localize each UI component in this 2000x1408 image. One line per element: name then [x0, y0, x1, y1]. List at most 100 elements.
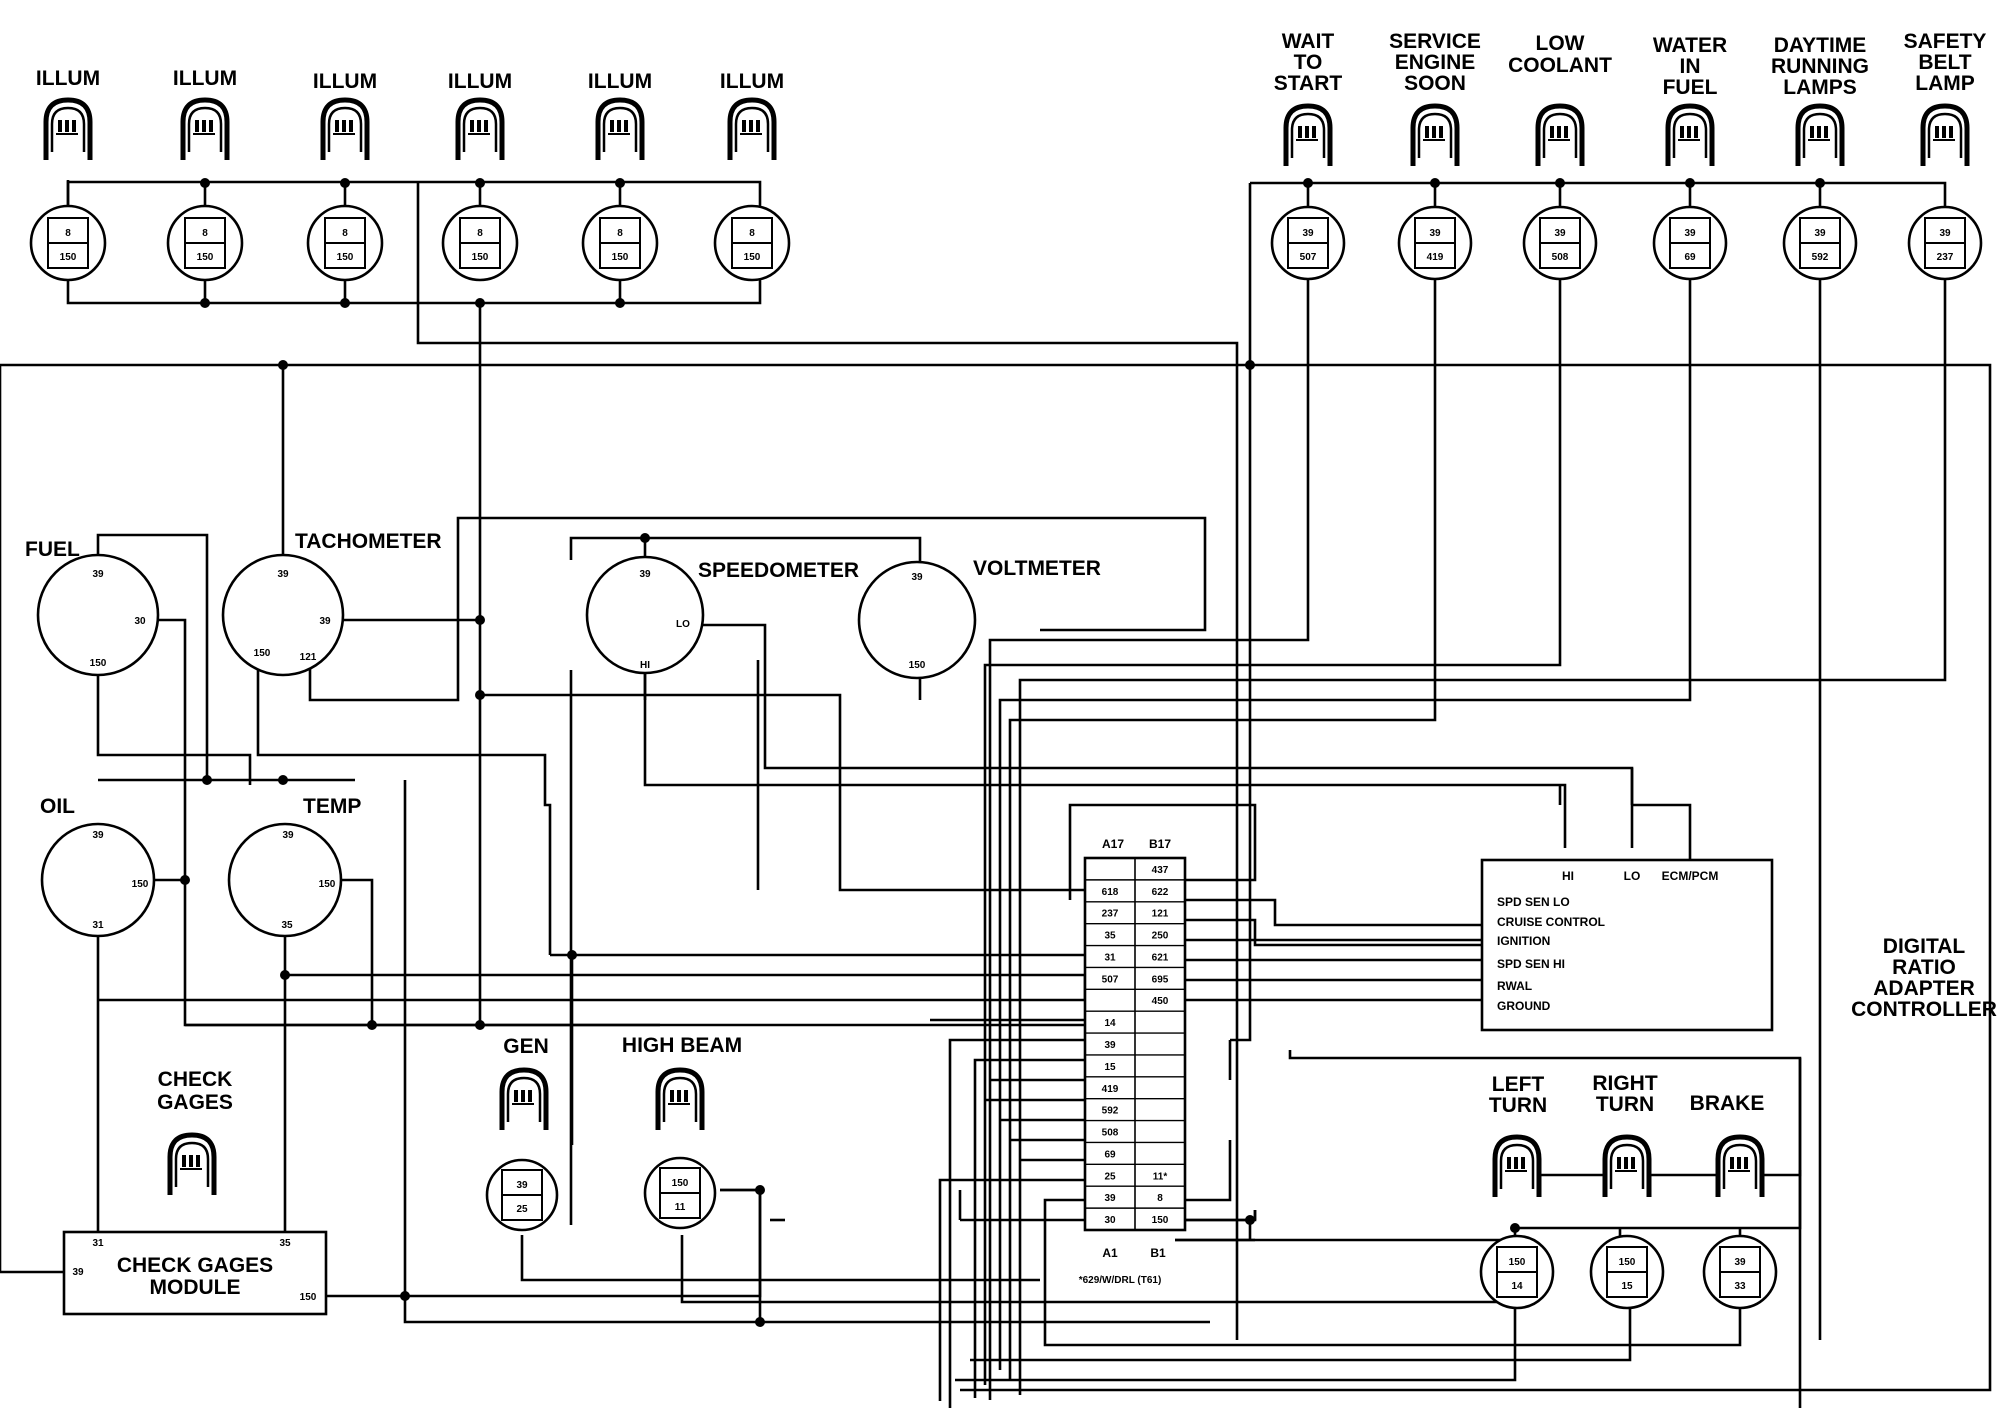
connector-footer-a: A1	[1102, 1246, 1118, 1260]
lamp-label-line1: SAFETY	[1904, 30, 1987, 53]
connector-cavity-b: 11*	[1153, 1171, 1168, 1182]
lamp-label-line2: RUNNING	[1771, 55, 1869, 78]
lamp-label-line2: TO	[1294, 51, 1323, 74]
drac-row-ignition: IGNITION	[1497, 934, 1550, 948]
speedometer-gauge: SPEEDOMETER 39 LO HI	[585, 555, 859, 675]
fuel-gauge: FUEL 39 30 150	[25, 538, 160, 677]
module-pin-150: 150	[300, 1292, 317, 1303]
connector-cavity-a: 15	[1104, 1062, 1116, 1073]
junction-dots	[180, 178, 1825, 1327]
gen-lamp: GEN 39 25	[485, 1035, 559, 1232]
speedo-pin-hi: HI	[640, 660, 650, 671]
drac-title-line4: CONTROLLER	[1851, 998, 1997, 1021]
socket-pin-bottom: 419	[1427, 252, 1444, 263]
lamp-label-line2: IN	[1680, 55, 1701, 78]
bulb-icon	[1495, 1137, 1539, 1197]
lamp-label-line3: LAMPS	[1783, 76, 1857, 99]
socket-pin-top: 8	[342, 228, 348, 239]
socket-pin-top: 8	[202, 228, 208, 239]
speedometer-label: SPEEDOMETER	[698, 559, 859, 582]
right-turn-label-line2: TURN	[1596, 1093, 1654, 1116]
illum-bulb-1: ILLUM 8 150	[29, 67, 107, 282]
bulb-icon	[458, 100, 502, 160]
fuel-pin-30: 30	[134, 616, 146, 627]
connector-cavity-a: 30	[1104, 1215, 1116, 1226]
socket-pin-top: 39	[1734, 1257, 1746, 1268]
connector-cavity-b: 437	[1152, 865, 1169, 876]
socket-pin-bottom: 150	[612, 252, 629, 263]
socket-pin-bottom: 25	[516, 1204, 528, 1215]
module-pin-35: 35	[279, 1238, 291, 1249]
daytime-running-lamps-lamp: DAYTIME RUNNING LAMPS 39 592	[1771, 34, 1869, 281]
temp-pin-150: 150	[319, 879, 336, 890]
socket-pin-top: 150	[1509, 1257, 1526, 1268]
illum-bulb-2: ILLUM 8 150	[166, 67, 244, 282]
lamp-label-line1: WAIT	[1282, 30, 1335, 53]
bulb-icon	[170, 1135, 214, 1195]
drac-pin-lo: LO	[1624, 869, 1641, 883]
connector-cavity-a: 508	[1102, 1128, 1119, 1139]
bulb-icon	[502, 1070, 546, 1130]
connector-cavity-b: 621	[1152, 952, 1169, 963]
module-pin-39: 39	[72, 1267, 84, 1278]
bulb-icon	[598, 100, 642, 160]
bulb-icon	[183, 100, 227, 160]
high-beam-label: HIGH BEAM	[622, 1034, 742, 1057]
speedo-pin-lo: LO	[676, 619, 690, 630]
socket-pin-top: 39	[1814, 228, 1826, 239]
connector-cavity-a: 237	[1102, 909, 1119, 920]
connector-cavity-a: 507	[1102, 974, 1119, 985]
socket-pin-top: 39	[1554, 228, 1566, 239]
fuel-pin-39: 39	[92, 569, 104, 580]
bulb-icon	[1718, 1137, 1762, 1197]
bulb-icon	[1413, 106, 1457, 166]
bulb-icon	[1538, 106, 1582, 166]
connector-cavity-b: 121	[1152, 909, 1169, 920]
connector-cavity-a: 31	[1104, 952, 1116, 963]
socket-pin-bottom: 150	[197, 252, 214, 263]
check-gages-module: CHECK GAGES MODULE 31 35 39 150	[62, 1230, 328, 1316]
check-gages-lamp: CHECK GAGES	[157, 1068, 233, 1195]
temp-pin-35: 35	[281, 920, 293, 931]
high-beam-lamp: HIGH BEAM 150 11	[622, 1034, 742, 1230]
lamp-label-line1: WATER	[1653, 34, 1727, 57]
fuel-label: FUEL	[25, 538, 80, 561]
connector-cavity-b: 622	[1152, 887, 1169, 898]
illum-label: ILLUM	[36, 67, 100, 90]
drac-pin-ecm-pcm: ECM/PCM	[1662, 869, 1719, 883]
socket-pin-top: 150	[672, 1178, 689, 1189]
oil-pin-150: 150	[132, 879, 149, 890]
connector-cavity-b: 8	[1157, 1193, 1163, 1204]
oil-gauge: OIL 39 150 31	[40, 795, 156, 938]
illum-label: ILLUM	[313, 70, 377, 93]
lamp-label-line1: SERVICE	[1389, 30, 1481, 53]
drac-row-cruise-control: CRUISE CONTROL	[1497, 915, 1605, 929]
connector-cavity-b: 450	[1152, 996, 1169, 1007]
connector-header-b: B17	[1149, 837, 1171, 851]
bulb-icon	[1286, 106, 1330, 166]
left-turn-label-line2: TURN	[1489, 1094, 1547, 1117]
bulb-icon	[323, 100, 367, 160]
bulb-icon	[1923, 106, 1967, 166]
connector-cavity-a: 35	[1104, 931, 1116, 942]
connector-cavity-b: 695	[1152, 974, 1169, 985]
right-turn-label-line1: RIGHT	[1592, 1072, 1658, 1095]
connector-cavity-a: 592	[1102, 1106, 1119, 1117]
socket-pin-bottom: 150	[60, 252, 77, 263]
tach-pin-121: 121	[300, 652, 317, 663]
socket-pin-top: 39	[516, 1180, 528, 1191]
tach-pin-150: 150	[254, 648, 271, 659]
socket-pin-bottom: 69	[1684, 252, 1696, 263]
water-in-fuel-lamp: WATER IN FUEL 39 69	[1652, 34, 1728, 281]
socket-pin-top: 39	[1939, 228, 1951, 239]
connector-footer-b: B1	[1150, 1246, 1166, 1260]
drac-title-line2: RATIO	[1892, 956, 1956, 979]
socket-pin-bottom: 592	[1812, 252, 1829, 263]
illum-bulb-4: ILLUM 8 150	[441, 70, 519, 282]
brake-label: BRAKE	[1690, 1092, 1765, 1115]
bulb-icon	[730, 100, 774, 160]
socket-pin-bottom: 14	[1511, 1281, 1523, 1292]
